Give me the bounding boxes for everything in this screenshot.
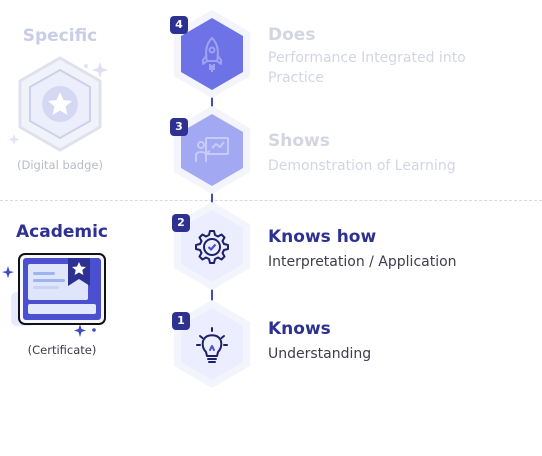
- level-4-number: 4: [175, 18, 183, 31]
- presentation-icon: [195, 137, 229, 162]
- connector-3-2: [211, 190, 213, 206]
- lightbulb-icon: [196, 327, 228, 363]
- gear-check-icon: [195, 230, 229, 264]
- level-4-subtitle: Performance Integrated into Practice: [268, 50, 466, 86]
- rocket-icon: [202, 37, 222, 72]
- section-divider: [0, 200, 542, 201]
- level-2-title: Knows how: [268, 227, 377, 247]
- level-4-hexagon: 4: [170, 8, 254, 100]
- category-title-academic: Academic: [15, 222, 109, 242]
- level-3-number: 3: [175, 120, 183, 133]
- level-4-title: Does: [268, 25, 316, 45]
- level-1-title: Knows: [268, 319, 331, 339]
- level-2-hexagon: 2: [170, 200, 254, 292]
- level-1-number: 1: [177, 314, 185, 327]
- category-caption-specific: (Digital badge): [17, 158, 103, 172]
- level-2-subtitle: Interpretation / Application: [268, 254, 457, 270]
- level-3-subtitle: Demonstration of Learning: [268, 158, 456, 174]
- level-1-hexagon: 1: [170, 298, 254, 390]
- connector-2-1: [211, 286, 213, 302]
- digital-badge-icon: [4, 56, 114, 156]
- level-3-hexagon: 3: [170, 104, 254, 196]
- level-3-title: Shows: [268, 131, 330, 151]
- level-2-number: 2: [177, 216, 185, 229]
- category-title-specific: Specific: [22, 26, 98, 46]
- level-1-subtitle: Understanding: [268, 346, 372, 362]
- connector-4-3: [211, 96, 213, 108]
- certificate-icon: [0, 250, 120, 342]
- category-caption-academic: (Certificate): [27, 343, 97, 357]
